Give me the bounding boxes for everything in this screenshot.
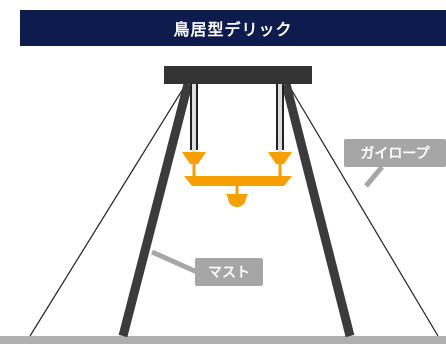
guy-rope-label-leader (364, 165, 384, 188)
hoist-guide-left (192, 84, 196, 152)
mast-left (118, 82, 193, 338)
ground (0, 336, 446, 344)
mast-right (281, 82, 355, 338)
diagram-title: 鳥居型デリック (173, 20, 293, 39)
mast-label-leader (150, 249, 199, 275)
guy-rope-right (287, 83, 439, 337)
top-beam (164, 66, 312, 84)
mast-label: マスト (195, 258, 263, 286)
guy-rope-left (29, 83, 187, 337)
title-bar: 鳥居型デリック (20, 10, 446, 46)
hook (226, 194, 248, 207)
sheave-block-left (182, 152, 206, 164)
sheave-block-right (268, 152, 292, 164)
hoist-guide-right (278, 84, 282, 152)
spreader-beam (184, 176, 292, 186)
guy-rope-label: ガイロープ (344, 139, 446, 167)
